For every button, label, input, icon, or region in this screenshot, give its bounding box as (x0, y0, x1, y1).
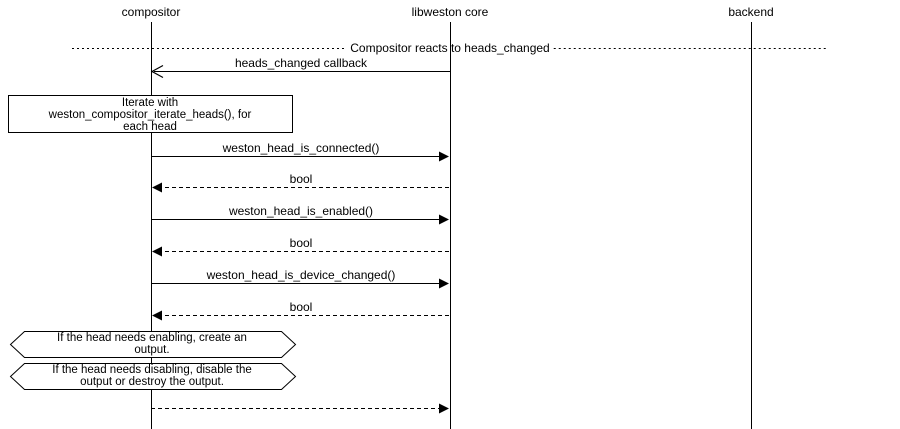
condition-line-condition-disable-head-1: output or destroy the output. (80, 376, 224, 388)
message-weston-head-is-enabled[interactable]: weston_head_is_enabled() (151, 204, 449, 225)
message-return-bool-enabled[interactable]: bool (152, 236, 449, 257)
arrowhead-filled-return-bool-enabled (152, 246, 162, 257)
note-box-iterate-heads-note (8, 95, 293, 133)
condition-condition-enable-head: If the head needs enabling, create anout… (9, 331, 297, 358)
condition-condition-disable-head: If the head needs disabling, disable the… (9, 363, 297, 390)
divider-group: Compositor reacts to heads_changed (72, 41, 827, 55)
condition-line-condition-enable-head-1: output. (134, 344, 169, 356)
note-line-iterate-heads-note-2: each head (123, 121, 177, 133)
lifeline-libweston-core[interactable]: libweston core (412, 5, 489, 429)
lifelines-group: compositor libweston core backend (122, 5, 774, 429)
note-line-iterate-heads-note-0: Iterate with (122, 97, 178, 109)
messages-group: heads_changed callback weston_head_is_con… (150, 56, 450, 414)
note-line-iterate-heads-note-1: weston_compositor_iterate_heads(), for (48, 109, 252, 121)
arrowhead-filled-weston-head-is-device-changed (439, 278, 449, 289)
lifeline-label-compositor: compositor (122, 5, 181, 19)
message-label-return-bool-device-changed: bool (290, 300, 313, 314)
condition-hexagon-condition-disable-head (9, 363, 297, 390)
message-label-weston-head-is-enabled: weston_head_is_enabled() (228, 204, 373, 218)
note-iterate-heads-note: Iterate withweston_compositor_iterate_he… (8, 95, 293, 133)
message-heads-changed-callback[interactable]: heads_changed callback (150, 56, 450, 79)
conditions-group: If the head needs enabling, create anout… (9, 331, 297, 390)
message-label-weston-head-is-connected: weston_head_is_connected() (222, 141, 380, 155)
message-label-return-bool-enabled: bool (290, 236, 313, 250)
condition-line-condition-enable-head-0: If the head needs enabling, create an (57, 332, 247, 344)
notes-group: Iterate withweston_compositor_iterate_he… (8, 95, 293, 133)
condition-line-condition-disable-head-0: If the head needs disabling, disable the (52, 364, 251, 376)
diagram-divider: Compositor reacts to heads_changed (72, 41, 827, 55)
arrowhead-filled-weston-head-is-connected (439, 151, 449, 162)
arrowhead-filled-return-bool-connected (152, 182, 162, 193)
arrowhead-filled-final-unlabeled-message (439, 403, 449, 414)
lifeline-backend[interactable]: backend (728, 5, 774, 429)
condition-hexagon-condition-enable-head (9, 331, 297, 358)
message-return-bool-device-changed[interactable]: bool (152, 300, 449, 321)
lifeline-label-libweston-core: libweston core (412, 5, 489, 19)
message-label-return-bool-connected: bool (290, 172, 313, 186)
message-weston-head-is-connected[interactable]: weston_head_is_connected() (151, 141, 449, 162)
message-final-unlabeled-message[interactable] (151, 403, 449, 414)
message-return-bool-connected[interactable]: bool (152, 172, 449, 193)
message-weston-head-is-device-changed[interactable]: weston_head_is_device_changed() (151, 268, 449, 289)
message-label-heads-changed-callback: heads_changed callback (235, 56, 368, 70)
divider-label: Compositor reacts to heads_changed (350, 41, 549, 55)
lifeline-label-backend: backend (728, 5, 773, 19)
lifeline-compositor[interactable]: compositor (122, 5, 181, 429)
message-label-weston-head-is-device-changed: weston_head_is_device_changed() (206, 268, 396, 282)
arrowhead-open-heads-changed-callback (150, 64, 164, 79)
arrowhead-filled-weston-head-is-enabled (439, 214, 449, 225)
arrowhead-filled-return-bool-device-changed (152, 310, 162, 321)
